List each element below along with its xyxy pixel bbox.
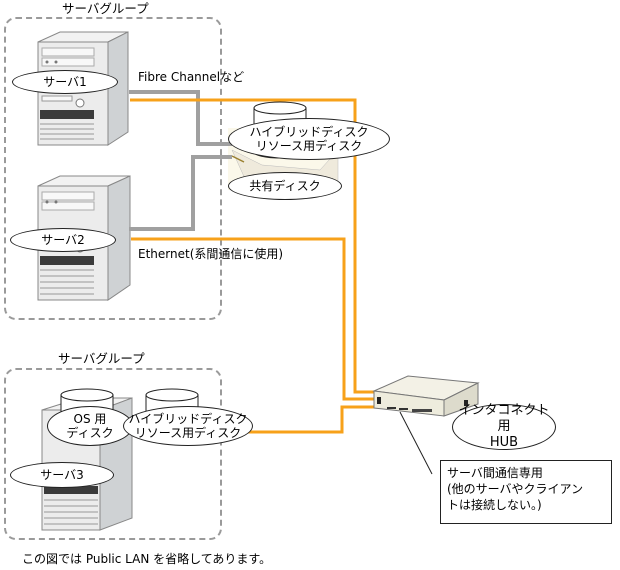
server3-hybrid-disk-label: ハイブリッドディスク リソース用ディスク [123, 406, 253, 446]
footnote: この図では Public LAN を省略してあります。 [22, 552, 272, 566]
server-2-label: サーバ2 [10, 228, 116, 252]
fibre-line-server1 [129, 90, 232, 146]
fibre-line-server2 [129, 155, 232, 231]
ethernet-line-server3 [245, 405, 378, 434]
server-group-1-box [4, 17, 222, 320]
fibre-channel-label: Fibre Channelなど [138, 70, 245, 84]
ethernet-label: Ethernet(系間通信に使用) [138, 247, 284, 261]
shared-disk-label: 共有ディスク [228, 172, 342, 200]
ethernet-line-server2 [131, 237, 380, 401]
note-leader-line [399, 411, 433, 475]
shared-hybrid-disk-label: ハイブリッドディスク リソース用ディスク [228, 118, 390, 160]
hub-label: インタコネクト用 HUB [452, 403, 556, 450]
interconnect-note: サーバ間通信専用 (他のサーバやクライアン トは接続しない。) [440, 460, 612, 524]
server-3-label: サーバ3 [10, 462, 114, 488]
server-group-2-box [4, 368, 222, 540]
os-disk-label: OS 用 ディスク [47, 406, 133, 446]
interconnect-hub-icon [372, 375, 480, 417]
server-group-1-title: サーバグループ [62, 1, 149, 16]
server-1-label: サーバ1 [12, 70, 118, 94]
server-group-2-title: サーバグループ [58, 351, 145, 366]
ethernet-line-server1 [130, 98, 380, 394]
